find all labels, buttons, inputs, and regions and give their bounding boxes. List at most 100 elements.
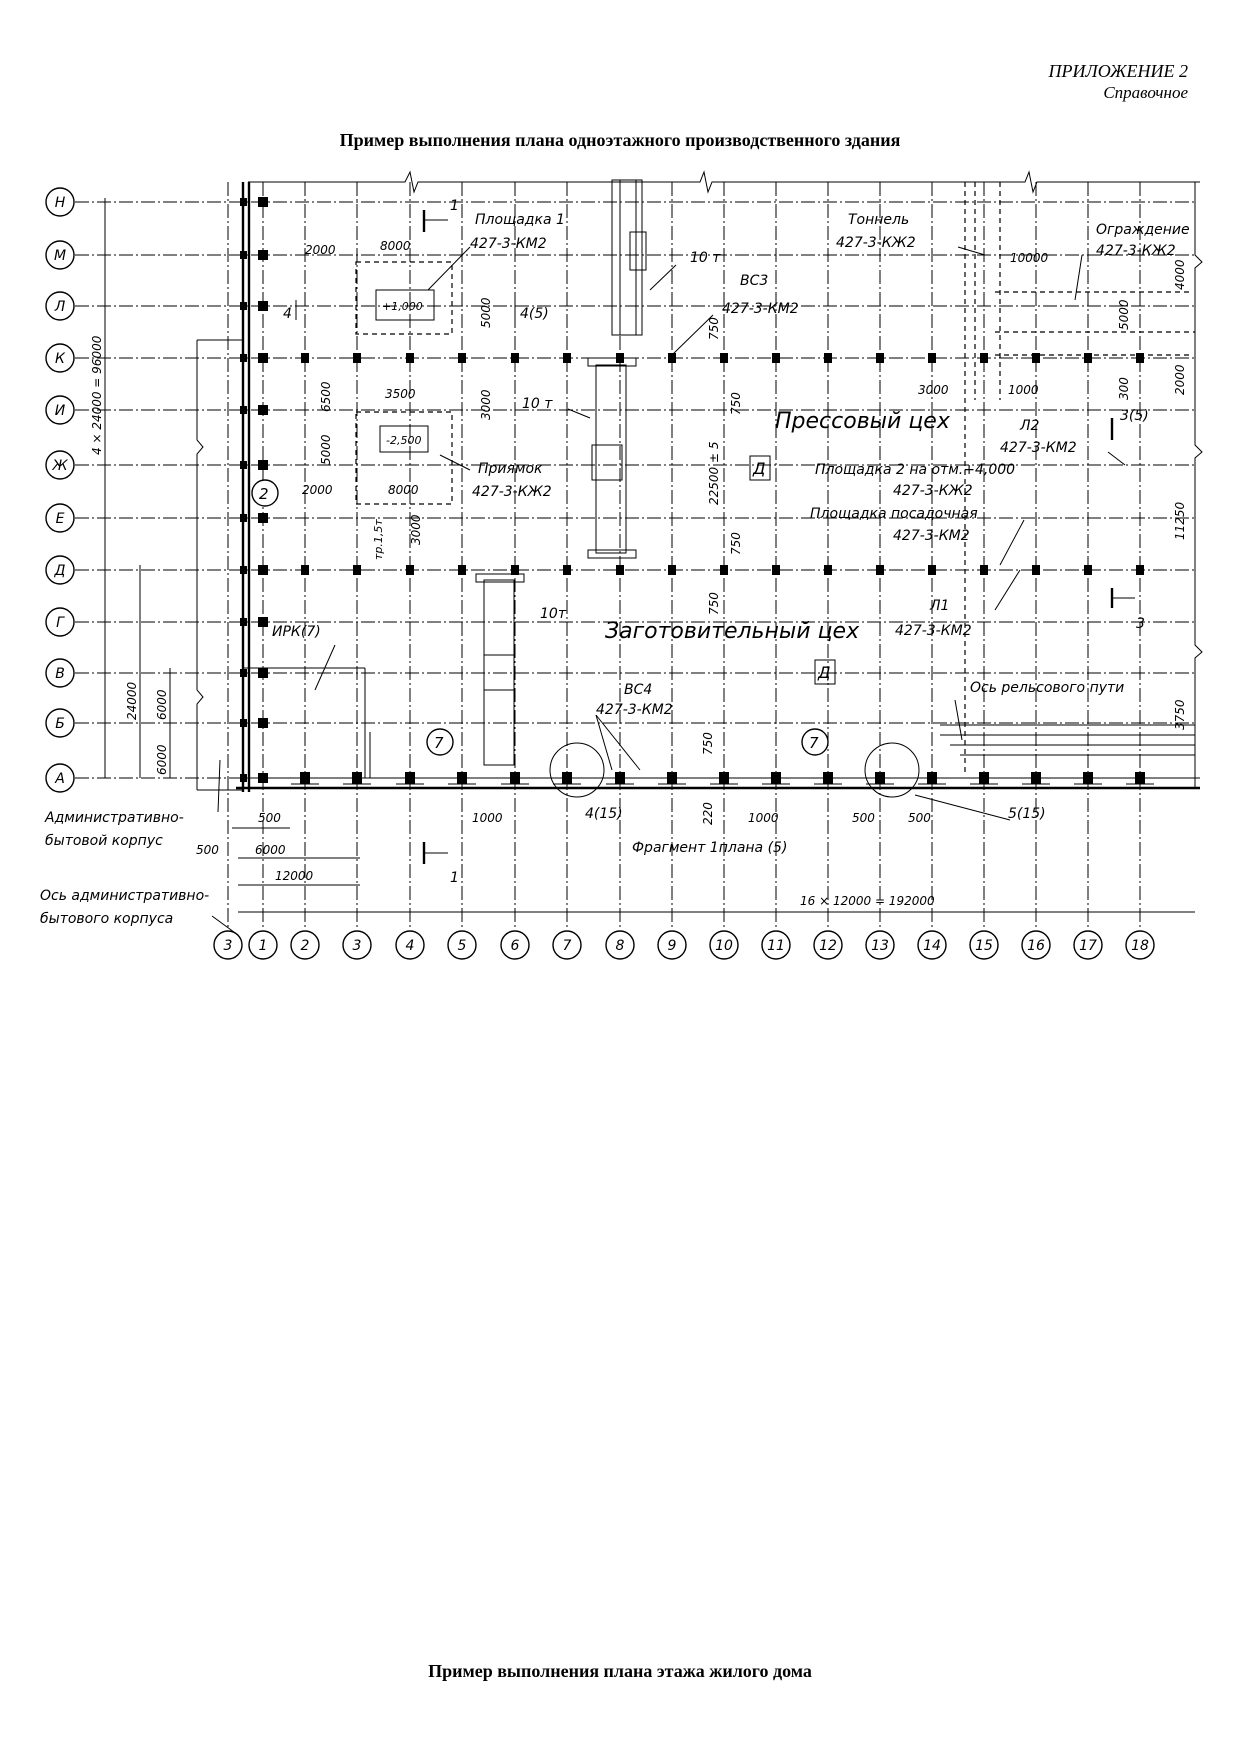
dim-500a: 500 (258, 811, 281, 825)
label-rail-axis: Ось рельсового пути (970, 680, 1124, 696)
label-detail5: 5(15) (1008, 806, 1046, 822)
column-axis-bubble (761, 930, 791, 960)
row-axis-bubble (45, 708, 75, 738)
label-vs4-ref: 427-3-КМ2 (596, 702, 673, 718)
row-axis-label: М (54, 248, 66, 264)
row-axis-label: Е (56, 511, 65, 527)
dim-11250: 11250 (1173, 501, 1187, 540)
dim-750c: 750 (729, 532, 743, 555)
row-axis-bubble (45, 291, 75, 321)
column-axis-bubble (865, 930, 895, 960)
dim-22500: 22500 ± 5 (707, 442, 721, 506)
column-axis-label: 16 (1027, 938, 1045, 954)
dim-8000b: 8000 (388, 483, 419, 497)
column (406, 565, 414, 575)
column-axis-label: 6 (511, 938, 520, 954)
column-axis-bubble (657, 930, 687, 960)
column (1135, 772, 1145, 784)
dim-6500: 6500 (319, 381, 333, 412)
dim-3000b: 3000 (409, 514, 423, 545)
label-elev-plus1: +1,000 (382, 300, 423, 313)
wall-column (240, 719, 247, 727)
wall-column (258, 301, 268, 311)
column (562, 772, 572, 784)
detail-callouts (549, 742, 920, 798)
dim-3000a: 3000 (479, 389, 493, 420)
column (667, 772, 677, 784)
row-axis-label: Б (55, 716, 65, 732)
column-axis-label: 10 (715, 938, 733, 954)
column (980, 353, 988, 363)
column (352, 772, 362, 784)
column-axis-bubble (917, 930, 947, 960)
wall-column (240, 251, 247, 259)
dim-500c: 500 (852, 811, 875, 825)
column (823, 772, 833, 784)
label-landing: Площадка посадочная (810, 506, 978, 522)
column-axis-label: 8 (616, 938, 625, 954)
row-axis-bubble (45, 395, 75, 425)
dim-3000c: 3000 (918, 383, 949, 397)
label-fence: Ограждение (1096, 222, 1190, 238)
column (668, 353, 676, 363)
column (980, 565, 988, 575)
column-axis-label: 17 (1079, 938, 1097, 954)
column (1032, 353, 1040, 363)
wall-column (240, 774, 247, 782)
dashed-frames (355, 182, 1195, 775)
rail-track (940, 724, 1195, 756)
dim-3750: 3750 (1173, 699, 1187, 730)
wall-column (258, 197, 268, 207)
dim-2000b: 2000 (302, 483, 333, 497)
dim-1000c: 1000 (748, 811, 779, 825)
column (1084, 353, 1092, 363)
column (616, 353, 624, 363)
label-tunnel: Тоннель (848, 212, 909, 228)
row-axis-bubble (45, 343, 75, 373)
column-axis-label: 9 (668, 938, 677, 954)
wall-column (258, 718, 268, 728)
column-axis-label: 5 (458, 938, 467, 954)
label-admin-block-1: Административно- (44, 810, 184, 826)
column (458, 565, 466, 575)
dim-6000c: 6000 (255, 843, 286, 857)
column (824, 353, 832, 363)
residential-plan-title: Пример выполнения плана этажа жилого дом… (428, 1661, 812, 1681)
dim-6000b: 6000 (155, 744, 169, 775)
column (511, 353, 519, 363)
blank-shop-label: Заготовительный цех (605, 619, 860, 644)
crane-runways (475, 179, 647, 766)
row-axis-bubble (45, 450, 75, 480)
dim-1000b: 1000 (472, 811, 503, 825)
dim-500d: 500 (908, 811, 931, 825)
row-axis-label: И (55, 403, 66, 419)
wall-column (258, 565, 268, 575)
column (1084, 565, 1092, 575)
wall-column (240, 461, 247, 469)
wall-column (240, 618, 247, 626)
column-axis-bubble (342, 930, 372, 960)
industrial-plan-title: Пример выполнения плана одноэтажного про… (339, 130, 901, 150)
dim-1000a: 1000 (1008, 383, 1039, 397)
column-axis-bubble (813, 930, 843, 960)
label-vs4: ВС4 (624, 682, 652, 698)
row-axis-label: Г (56, 615, 65, 631)
drawing-labels: Площадка 1 427-3-КМ2 10 т ВС3 427-3-КМ2 … (40, 198, 1190, 927)
column (510, 772, 520, 784)
row-axis-bubble (45, 240, 75, 270)
column-axis-label: 14 (923, 938, 941, 954)
label-admin-block-2: бытовой корпус (45, 833, 163, 849)
dim-750d: 750 (707, 592, 721, 615)
label-fence-ref: 427-3-КЖ2 (1096, 243, 1176, 259)
wall-column (258, 250, 268, 260)
column (457, 772, 467, 784)
column (1083, 772, 1093, 784)
dim-10000: 10000 (1010, 251, 1049, 265)
wall-column (258, 460, 268, 470)
wall-column (258, 617, 268, 627)
column-axis-label: 3 (224, 938, 233, 954)
column (719, 772, 729, 784)
column-axis-label: 13 (871, 938, 889, 954)
label-fragment: Фрагмент 1плана (5) (632, 840, 787, 856)
